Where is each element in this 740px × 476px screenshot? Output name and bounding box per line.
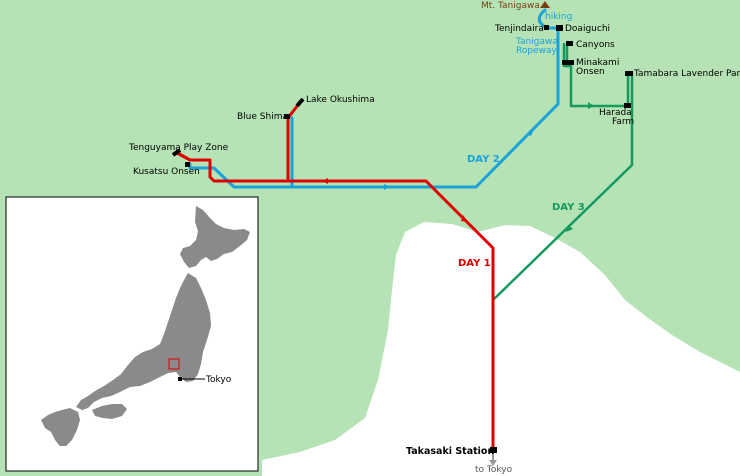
day3-route-line xyxy=(491,72,634,302)
label-harada-farm: Farm xyxy=(612,117,634,127)
label-lake-okushima: Lake Okushima xyxy=(306,95,375,105)
label-minakami-onsen: Onsen xyxy=(576,67,605,77)
day1-label: DAY 1 xyxy=(458,258,491,269)
inset-hokkaido xyxy=(180,206,250,268)
station-marker-kusatsu xyxy=(185,162,190,167)
label-doaiguchi: Doaiguchi xyxy=(565,24,610,34)
day1-spur-tenguyama xyxy=(176,151,192,162)
station-marker-blue-shima xyxy=(284,114,290,119)
station-marker-takasaki xyxy=(490,447,497,453)
station-marker-canyons xyxy=(566,41,573,46)
day1-arrow xyxy=(322,178,328,184)
day3-arrow xyxy=(588,102,594,109)
inset-kyushu xyxy=(41,408,80,446)
day3-arrow xyxy=(566,225,573,232)
label-harada-farm: Harada xyxy=(599,108,632,118)
label-tamabara: Tamabara Lavender Park xyxy=(633,69,740,79)
lowland-plain xyxy=(262,222,740,476)
inset-honshu xyxy=(76,273,211,410)
label-tanigawa-ropeway: Tanigawa xyxy=(515,37,558,47)
day2-label: DAY 2 xyxy=(467,154,500,165)
station-marker-doaiguchi xyxy=(556,25,563,31)
day1-arrow xyxy=(461,215,468,222)
label-minakami-onsen: Minakami xyxy=(576,58,619,68)
label-tenguyama: Tenguyama Play Zone xyxy=(128,143,229,153)
label-tenjindaira: Tenjindaira xyxy=(494,24,544,34)
day2-arrow xyxy=(384,184,390,190)
station-marker-minakami xyxy=(562,60,574,65)
inset-shikoku xyxy=(92,404,127,419)
day2-arrow xyxy=(527,129,534,136)
label-to-tokyo: to Tokyo xyxy=(475,465,513,475)
day2-route-line xyxy=(188,26,560,189)
stop-marker-tenguyama xyxy=(171,148,182,157)
label-tanigawa-ropeway: Ropeway xyxy=(516,46,557,56)
station-marker-tamabara xyxy=(625,71,633,76)
inset-tokyo-marker xyxy=(178,377,182,381)
day1-route-line xyxy=(175,151,495,452)
label-canyons: Canyons xyxy=(576,40,615,50)
label-takasaki: Takasaki Station xyxy=(406,446,494,457)
inset-highlight-box xyxy=(168,358,180,370)
label-kusatsu: Kusatsu Onsen xyxy=(133,167,200,177)
inset-tokyo-label: Tokyo xyxy=(205,375,232,385)
label-mt-tanigawa: Mt. Tanigawa xyxy=(481,1,540,11)
label-blue-shima: Blue Shima xyxy=(237,112,288,122)
stop-marker-lake-okushima xyxy=(295,97,305,108)
summit-icon xyxy=(540,1,550,8)
to-tokyo-arrow xyxy=(489,460,497,466)
station-marker-tenjindaira xyxy=(544,25,549,30)
label-hiking: hiking xyxy=(545,12,572,22)
station-marker-harada xyxy=(624,103,631,108)
day3-label: DAY 3 xyxy=(552,202,585,213)
japan-inset: Tokyo xyxy=(5,196,259,472)
